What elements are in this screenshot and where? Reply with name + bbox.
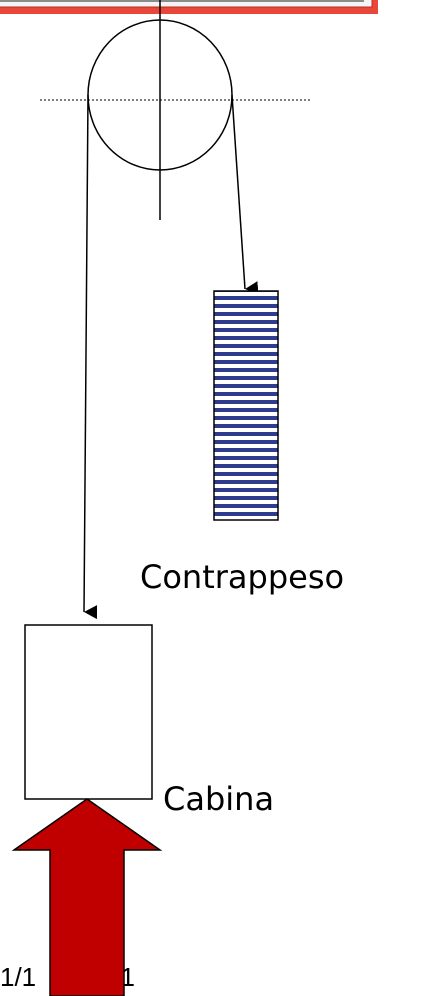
date-left: 1/1 bbox=[0, 962, 36, 992]
counterweight-label: Contrappeso bbox=[140, 558, 344, 596]
pulley bbox=[87, 0, 233, 220]
title-banner bbox=[0, 0, 378, 14]
counterweight-rope bbox=[231, 94, 259, 296]
upward-force-arrow-icon bbox=[11, 798, 163, 996]
cabin-label: Cabina bbox=[163, 780, 274, 818]
cabin-rope bbox=[83, 94, 98, 620]
counterweight-block-icon bbox=[213, 290, 279, 521]
cabin-box-icon bbox=[24, 624, 153, 800]
